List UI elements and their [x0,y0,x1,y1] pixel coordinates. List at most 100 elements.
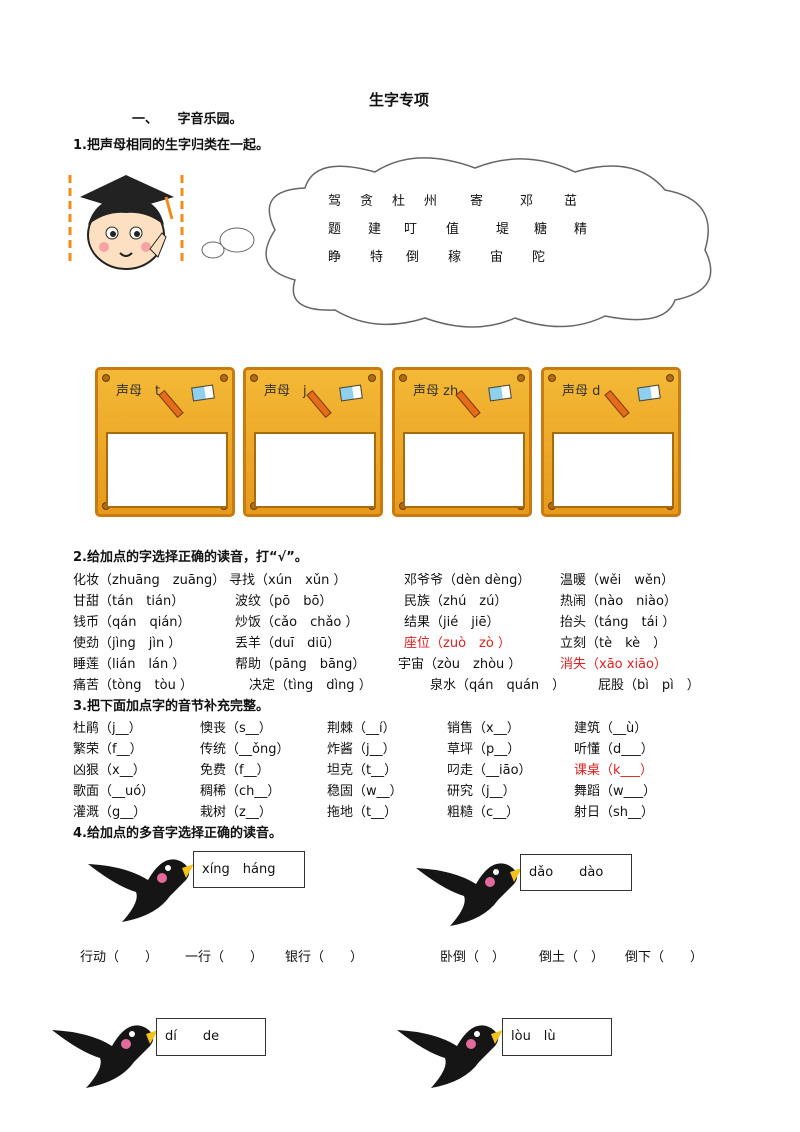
cloud-char: 宙 [490,250,504,265]
q3-heading: 3.把下面加点字的音节补充完整。 [73,699,269,714]
pencil-icon [158,389,184,419]
q3-item: 炸酱（j__） [327,742,396,757]
q3-item: 粗糙（c__） [447,805,520,820]
reading-box: dí de [156,1018,266,1056]
q2-item: 结果（jié jiē） [404,615,500,630]
swallow-bird-image [88,859,194,922]
cloud-char: 题 [328,222,342,237]
swallow-bird-image [416,863,522,926]
eraser-icon [488,384,512,402]
q3-item: 懊丧（s__） [200,721,272,736]
eraser-icon [339,384,363,402]
cloud-char: 稼 [448,250,462,265]
q3-item: 杜鹃（j__） [73,721,142,736]
q2-item: 波纹（pō bō） [235,594,333,609]
q1-heading: 1.把声母相同的生字归类在一起。 [73,138,269,153]
q3-item: 传统（__ǒng） [200,742,290,757]
q2-heading: 2.给加点的字选择正确的读音，打“√”。 [73,550,308,565]
q3-item: 舞蹈（w___） [574,784,657,799]
eraser-icon [191,384,215,402]
q2-item: 痛苦（tòng tòu ） [73,678,193,693]
q2-item: 抬头（táng tái ） [560,615,676,630]
initial-board-j: 声母 j [243,367,383,517]
reading-box: lòu lù [502,1018,612,1056]
q2-item: 帮助（pāng bāng） [235,657,366,672]
page-title: 生字专项 [369,91,430,109]
answer-area[interactable] [552,432,674,508]
pencil-icon [604,389,630,419]
q3-item: 免费（f__） [200,763,270,778]
q2-item: 炒饭（cǎo chǎo ） [235,615,359,630]
q3-item: 栽树（z__） [200,805,272,820]
q3-item: 繁荣（f__） [73,742,143,757]
q4-item: 卧倒（ ） [440,950,506,965]
cloud-char: 陀 [532,250,546,265]
q3-item: 建筑（__ù） [574,721,648,736]
cloud-char: 精 [574,222,588,237]
q4-item: 一行（ ） [185,950,264,965]
q4-item: 倒土（ ） [539,950,605,965]
q3-item: 草坪（p__） [447,742,521,757]
q2-item: 睡莲（lián lán ） [73,657,186,672]
q3-item: 听懂（d___） [574,742,654,757]
q2-item: 宇宙（zòu zhòu ） [398,657,522,672]
q4-heading: 4.给加点的多音字选择正确的读音。 [73,826,282,841]
initial-board-t: 声母 t [95,367,235,517]
q3-item: 销售（x__） [447,721,520,736]
cloud-char: 邓 [520,194,534,209]
q2-item: 民族（zhú zú） [404,594,508,609]
q4-item: 倒下（ ） [625,950,704,965]
cartoon-boy-image [66,167,186,272]
q3-item: 研究（j__） [447,784,516,799]
cloud-char: 堤 [496,222,510,237]
q2-item: 屁股（bì pì ） [598,678,700,693]
swallow-bird-image [52,1025,158,1088]
cloud-char: 杜 [392,194,406,209]
q2-item: 泉水（qán quán ） [430,678,566,693]
cloud-char: 值 [446,222,460,237]
q2-item: 热闹（nào niào） [560,594,677,609]
cloud-char: 建 [368,222,382,237]
q3-item: 射日（sh__） [574,805,655,820]
q3-item: 叼走（__iāo） [447,763,532,778]
cloud-char: 倒 [406,250,420,265]
cloud-char: 糖 [534,222,548,237]
cloud-char: 茁 [564,194,578,209]
pencil-icon [455,389,481,419]
answer-area[interactable] [254,432,376,508]
q2-item: 消失（xāo xiāo） [560,657,667,672]
q2-item: 钱币（qán qián） [73,615,191,630]
initial-board-d: 声母 d [541,367,681,517]
cloud-char: 寄 [470,194,484,209]
q3-item: 坦克（t__） [327,763,398,778]
q3-item: 稠稀（ch__） [200,784,281,799]
q2-item: 化妆（zhuāng zuāng） [73,573,226,588]
answer-area[interactable] [403,432,525,508]
eraser-icon [637,384,661,402]
board-label: 声母 zh [413,384,459,399]
q2-item: 丢羊（duī diū） [235,636,341,651]
initial-board-zh: 声母 zh [392,367,532,517]
cloud-char: 驾 [328,194,342,209]
pencil-icon [306,389,332,419]
q3-item: 荆棘（__í） [327,721,396,736]
board-label: 声母 t [116,384,161,399]
q2-item: 决定（tìng dìng ） [249,678,372,693]
q2-item: 立刻（tè kè ） [560,636,667,651]
q2-item: 甘甜（tán tián） [73,594,185,609]
q2-item: 使劲（jìng jìn ） [73,636,182,651]
thought-cloud [201,157,712,328]
board-label: 声母 d [562,384,601,399]
q4-item: 行动（ ） [80,950,159,965]
cloud-char: 州 [424,194,438,209]
q3-item: 歌面（__uó） [73,784,155,799]
cloud-char: 叮 [404,222,418,237]
answer-area[interactable] [106,432,228,508]
reading-box: xíng háng [193,851,305,888]
reading-box: dǎo dào [520,854,632,891]
q2-item: 寻找（xún xǔn ） [229,573,347,588]
q4-item: 银行（ ） [285,950,364,965]
cloud-char: 贪 [360,194,374,209]
q2-item: 温暖（wěi wěn） [560,573,675,588]
q3-item: 课桌（k___） [574,763,654,778]
